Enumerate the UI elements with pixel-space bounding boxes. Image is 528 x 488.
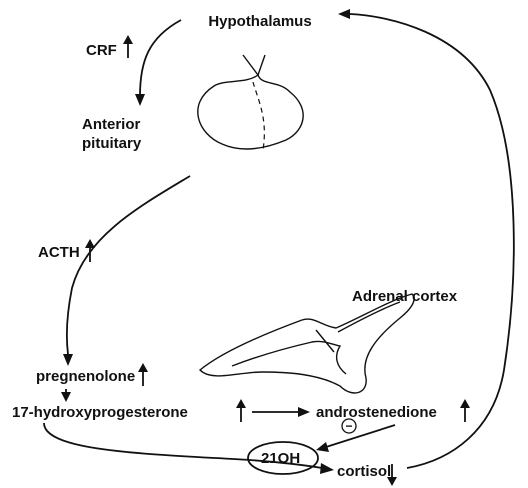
crf-label: CRF — [86, 42, 117, 59]
hydroxyprogesterone-label: 17-hydroxyprogesterone — [12, 404, 188, 421]
pregnenolone-up-arrow-icon — [138, 363, 148, 386]
acth-flow-arrow — [63, 176, 190, 366]
pregnenolone-label: pregnenolone — [36, 368, 135, 385]
cortisol-label: cortisol — [337, 463, 391, 480]
acth-label: ACTH — [38, 244, 80, 261]
inhibition-minus-icon: − — [342, 419, 356, 433]
inhibition-minus-sign: − — [345, 419, 352, 433]
anterior-pituitary-label-line1: Anterior — [82, 116, 141, 133]
crf-flow-arrow — [135, 20, 181, 106]
crf-up-arrow-icon — [123, 35, 133, 58]
androstenedione-up-arrow-icon — [460, 399, 470, 422]
cortisol-feedback-arrow — [338, 9, 514, 468]
adrenal-cortex-drawing — [200, 294, 414, 393]
pituitary-gland-drawing — [198, 55, 303, 150]
17ohp-to-androstenedione-arrow — [252, 407, 310, 417]
androstenedione-label: androstenedione — [316, 404, 437, 421]
anterior-pituitary-label-line2: pituitary — [82, 135, 142, 152]
hydroxyprogesterone-up-arrow-icon — [236, 399, 246, 422]
hypothalamus-label: Hypothalamus — [208, 13, 311, 30]
pregnenolone-to-17ohp-arrow — [61, 389, 71, 402]
